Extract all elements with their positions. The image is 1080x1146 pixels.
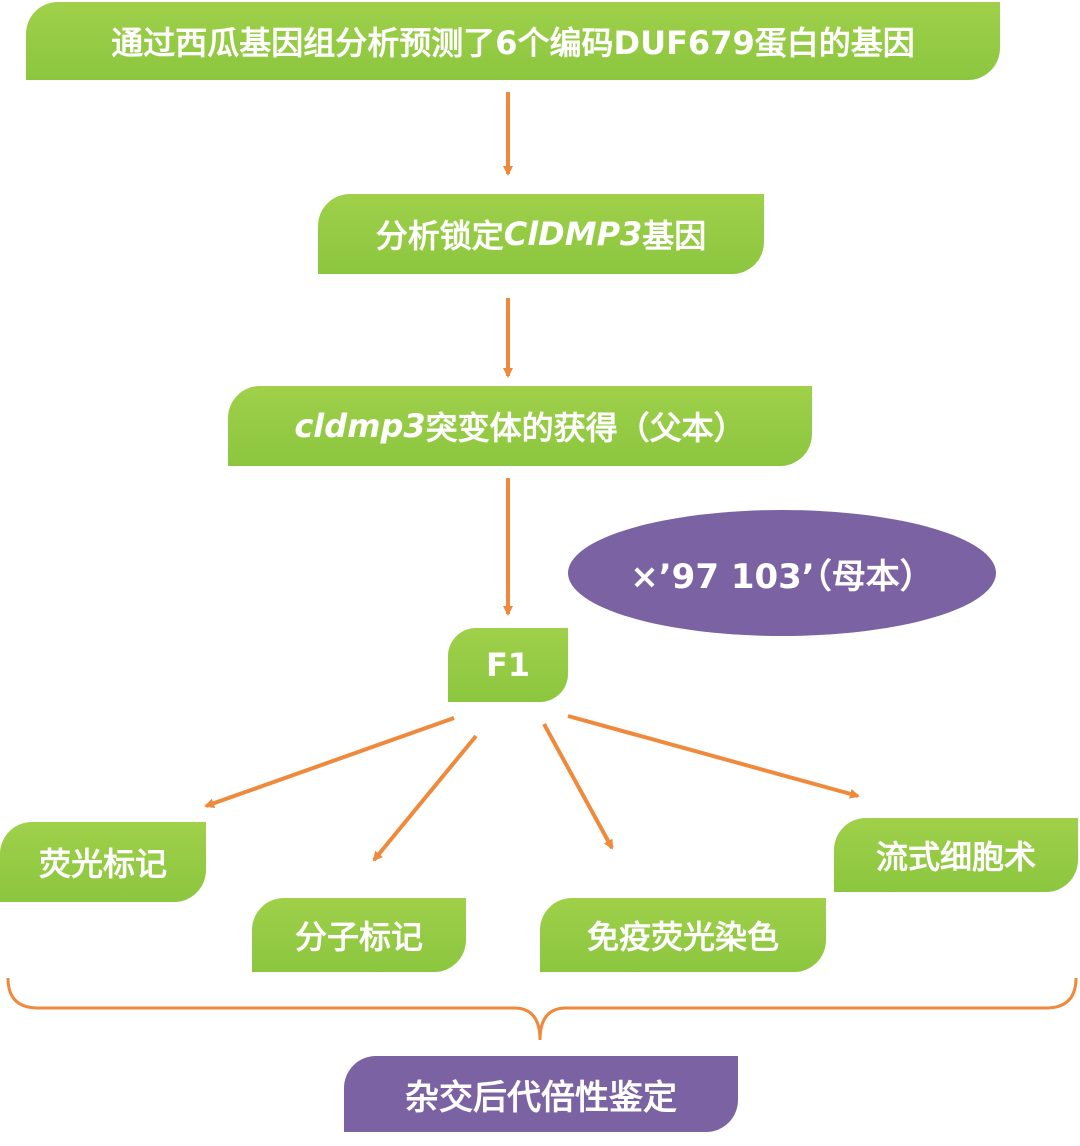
method-immunofluorescence: 免疫荧光染色	[540, 898, 826, 972]
method-flow-cytometry: 流式细胞术	[834, 818, 1078, 892]
step-genome-analysis-label: 通过西瓜基因组分析预测了6个编码DUF679蛋白的基因	[111, 24, 915, 62]
arrow-f1-to-fluorescent-marker	[204, 716, 455, 809]
f1-box: F1	[448, 628, 568, 702]
cross-parent-ellipse: ×’97 103’（母本）	[568, 510, 996, 636]
curly-bracket	[6, 977, 1078, 1041]
result-ploidy-identification-label: 杂交后代倍性鉴定	[405, 1077, 677, 1118]
method-flow-cytometry-label: 流式细胞术	[875, 838, 1036, 876]
arrow-f1-to-molecular-marker	[372, 734, 478, 862]
method-molecular-marker-label: 分子标记	[294, 918, 423, 956]
step-genome-analysis: 通过西瓜基因组分析预测了6个编码DUF679蛋白的基因	[26, 2, 1000, 80]
step-lock-gene-suffix: 基因	[642, 217, 707, 255]
step-mutant-gene: cldmp3	[294, 407, 426, 445]
arrow-f1-to-flow-cytometry	[567, 714, 860, 799]
method-molecular-marker: 分子标记	[252, 898, 466, 972]
cross-parent-label: ×’97 103’（母本）	[630, 556, 934, 597]
arrow-f1-to-immunofluorescence	[542, 723, 614, 850]
step-lock-gene-prefix: 分析锁定	[375, 217, 504, 255]
method-immunofluorescence-label: 免疫荧光染色	[586, 918, 779, 956]
step-mutant-suffix: 突变体的获得（父本）	[425, 409, 746, 447]
result-ploidy-identification: 杂交后代倍性鉴定	[344, 1056, 738, 1132]
method-fluorescent-marker: 荧光标记	[0, 822, 206, 902]
method-fluorescent-marker-label: 荧光标记	[38, 845, 167, 883]
f1-label: F1	[485, 646, 531, 684]
step-lock-gene-name: ClDMP3	[503, 215, 643, 253]
